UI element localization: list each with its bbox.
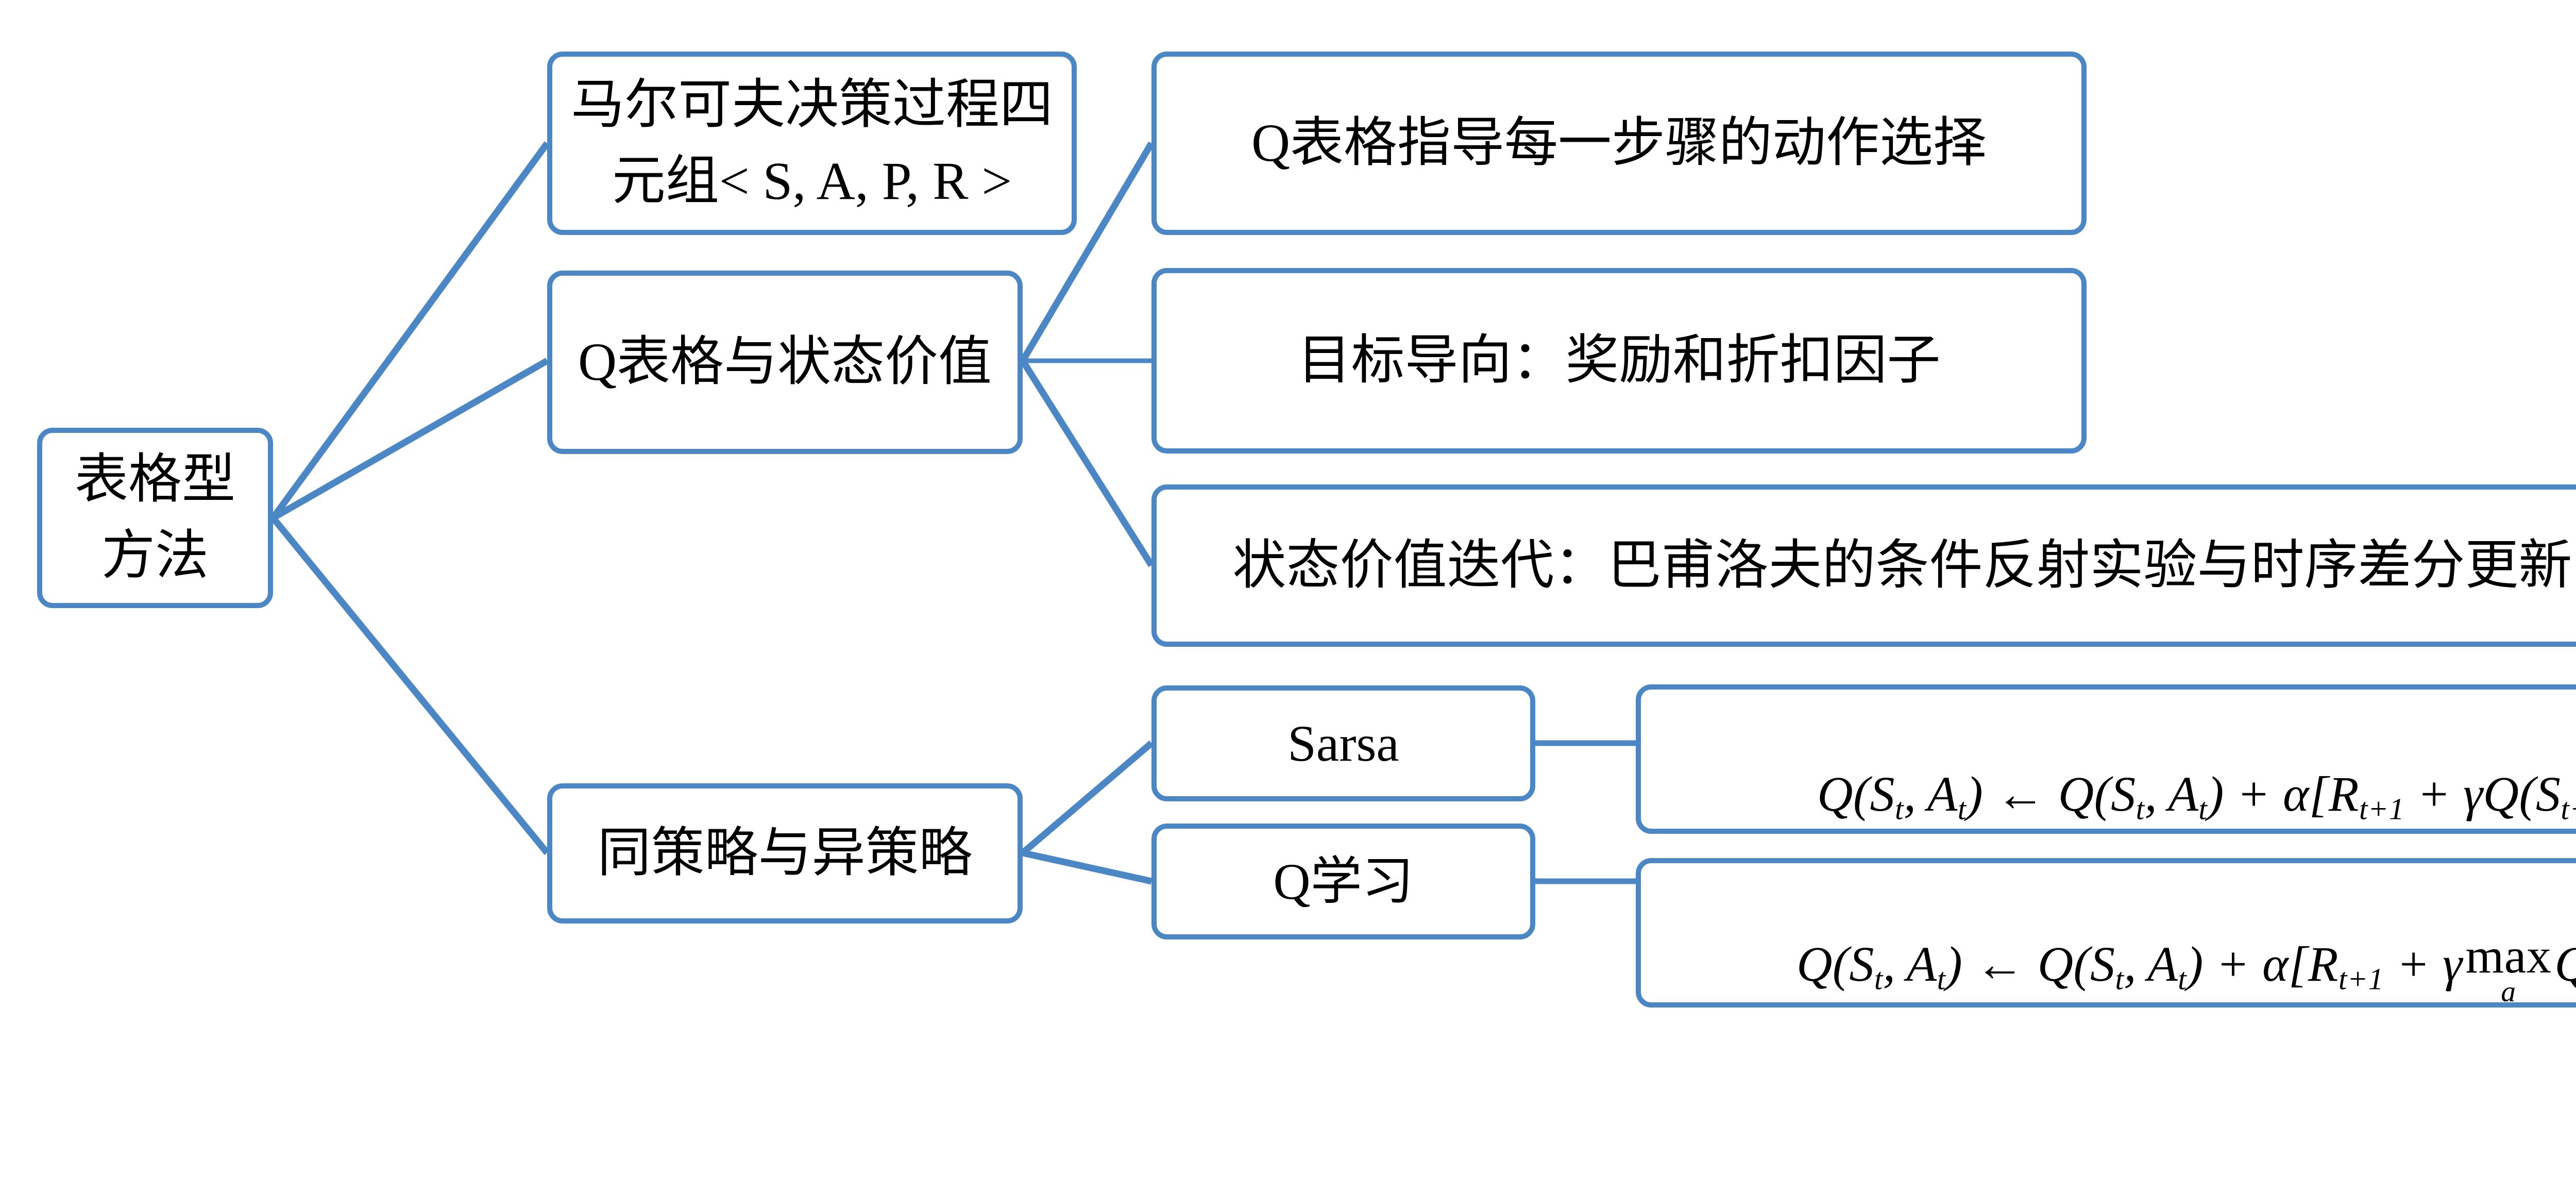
edge-policy-to-qlearning [1022,849,1153,885]
node-root-tabular-methods[interactable]: 表格型方法 [37,428,273,608]
node-leaf-q-iteration[interactable]: 状态价值迭代：巴甫洛夫的条件反射实验与时序差分更新 [1151,484,2576,647]
edge-policy-to-sarsa [1020,741,1154,855]
node-formula-qlearning[interactable]: Q(St,At) ← Q(St,At) + α[Rt+1 + γmaxaQ(St… [1636,858,2576,1008]
node-branch-policy[interactable]: 同策略与异策略 [547,783,1023,924]
node-leaf-sarsa[interactable]: Sarsa [1151,685,1535,801]
node-leaf-q-goal-label: 目标导向：奖励和折扣因子 [1297,331,1941,391]
qlearning-equation: Q(St,At) ← Q(St,At) + α[Rt+1 + γmaxaQ(St… [1797,928,2576,1009]
node-branch-qtable[interactable]: Q表格与状态价值 [547,271,1023,454]
node-leaf-qlearning-label: Q学习 [1273,852,1414,910]
node-leaf-sarsa-label: Sarsa [1287,714,1399,772]
node-leaf-q-iteration-label: 状态价值迭代：巴甫洛夫的条件反射实验与时序差分更新 [1232,535,2572,595]
node-formula-sarsa[interactable]: Q(St,At) ← Q(St,At) + α[Rt+1 + γQ(St+1,A… [1636,684,2576,834]
sarsa-equation: Q(St,At) ← Q(St,At) + α[Rt+1 + γQ(St+1,A… [1817,766,2576,826]
node-leaf-qlearning[interactable]: Q学习 [1151,824,1535,939]
edge-root-to-qtable [271,358,549,521]
node-leaf-q-goal[interactable]: 目标导向：奖励和折扣因子 [1151,268,2087,454]
node-leaf-q-guide[interactable]: Q表格指导每一步骤的动作选择 [1151,52,2087,235]
edge-root-to-policy [270,515,550,855]
node-root-label: 表格型方法 [74,450,235,585]
node-branch-mdp[interactable]: 马尔可夫决策过程四 元组< S, A, P, R > [547,52,1077,235]
node-branch-qtable-label: Q表格与状态价值 [578,332,992,392]
edge-root-to-mdp [270,141,550,520]
edge-qtable-to-iter [1020,359,1155,567]
node-branch-mdp-label: 马尔可夫决策过程四 元组< S, A, P, R > [570,75,1053,211]
node-leaf-q-guide-label: Q表格指导每一步骤的动作选择 [1251,113,1987,173]
node-formula-qlearning-label: Q(St,At) ← Q(St,At) + α[Rt+1 + γmaxaQ(St… [1783,859,2576,1009]
node-branch-policy-label: 同策略与异策略 [597,824,973,883]
node-formula-sarsa-label: Q(St,At) ← Q(St,At) + α[Rt+1 + γQ(St+1,A… [1804,689,2576,830]
